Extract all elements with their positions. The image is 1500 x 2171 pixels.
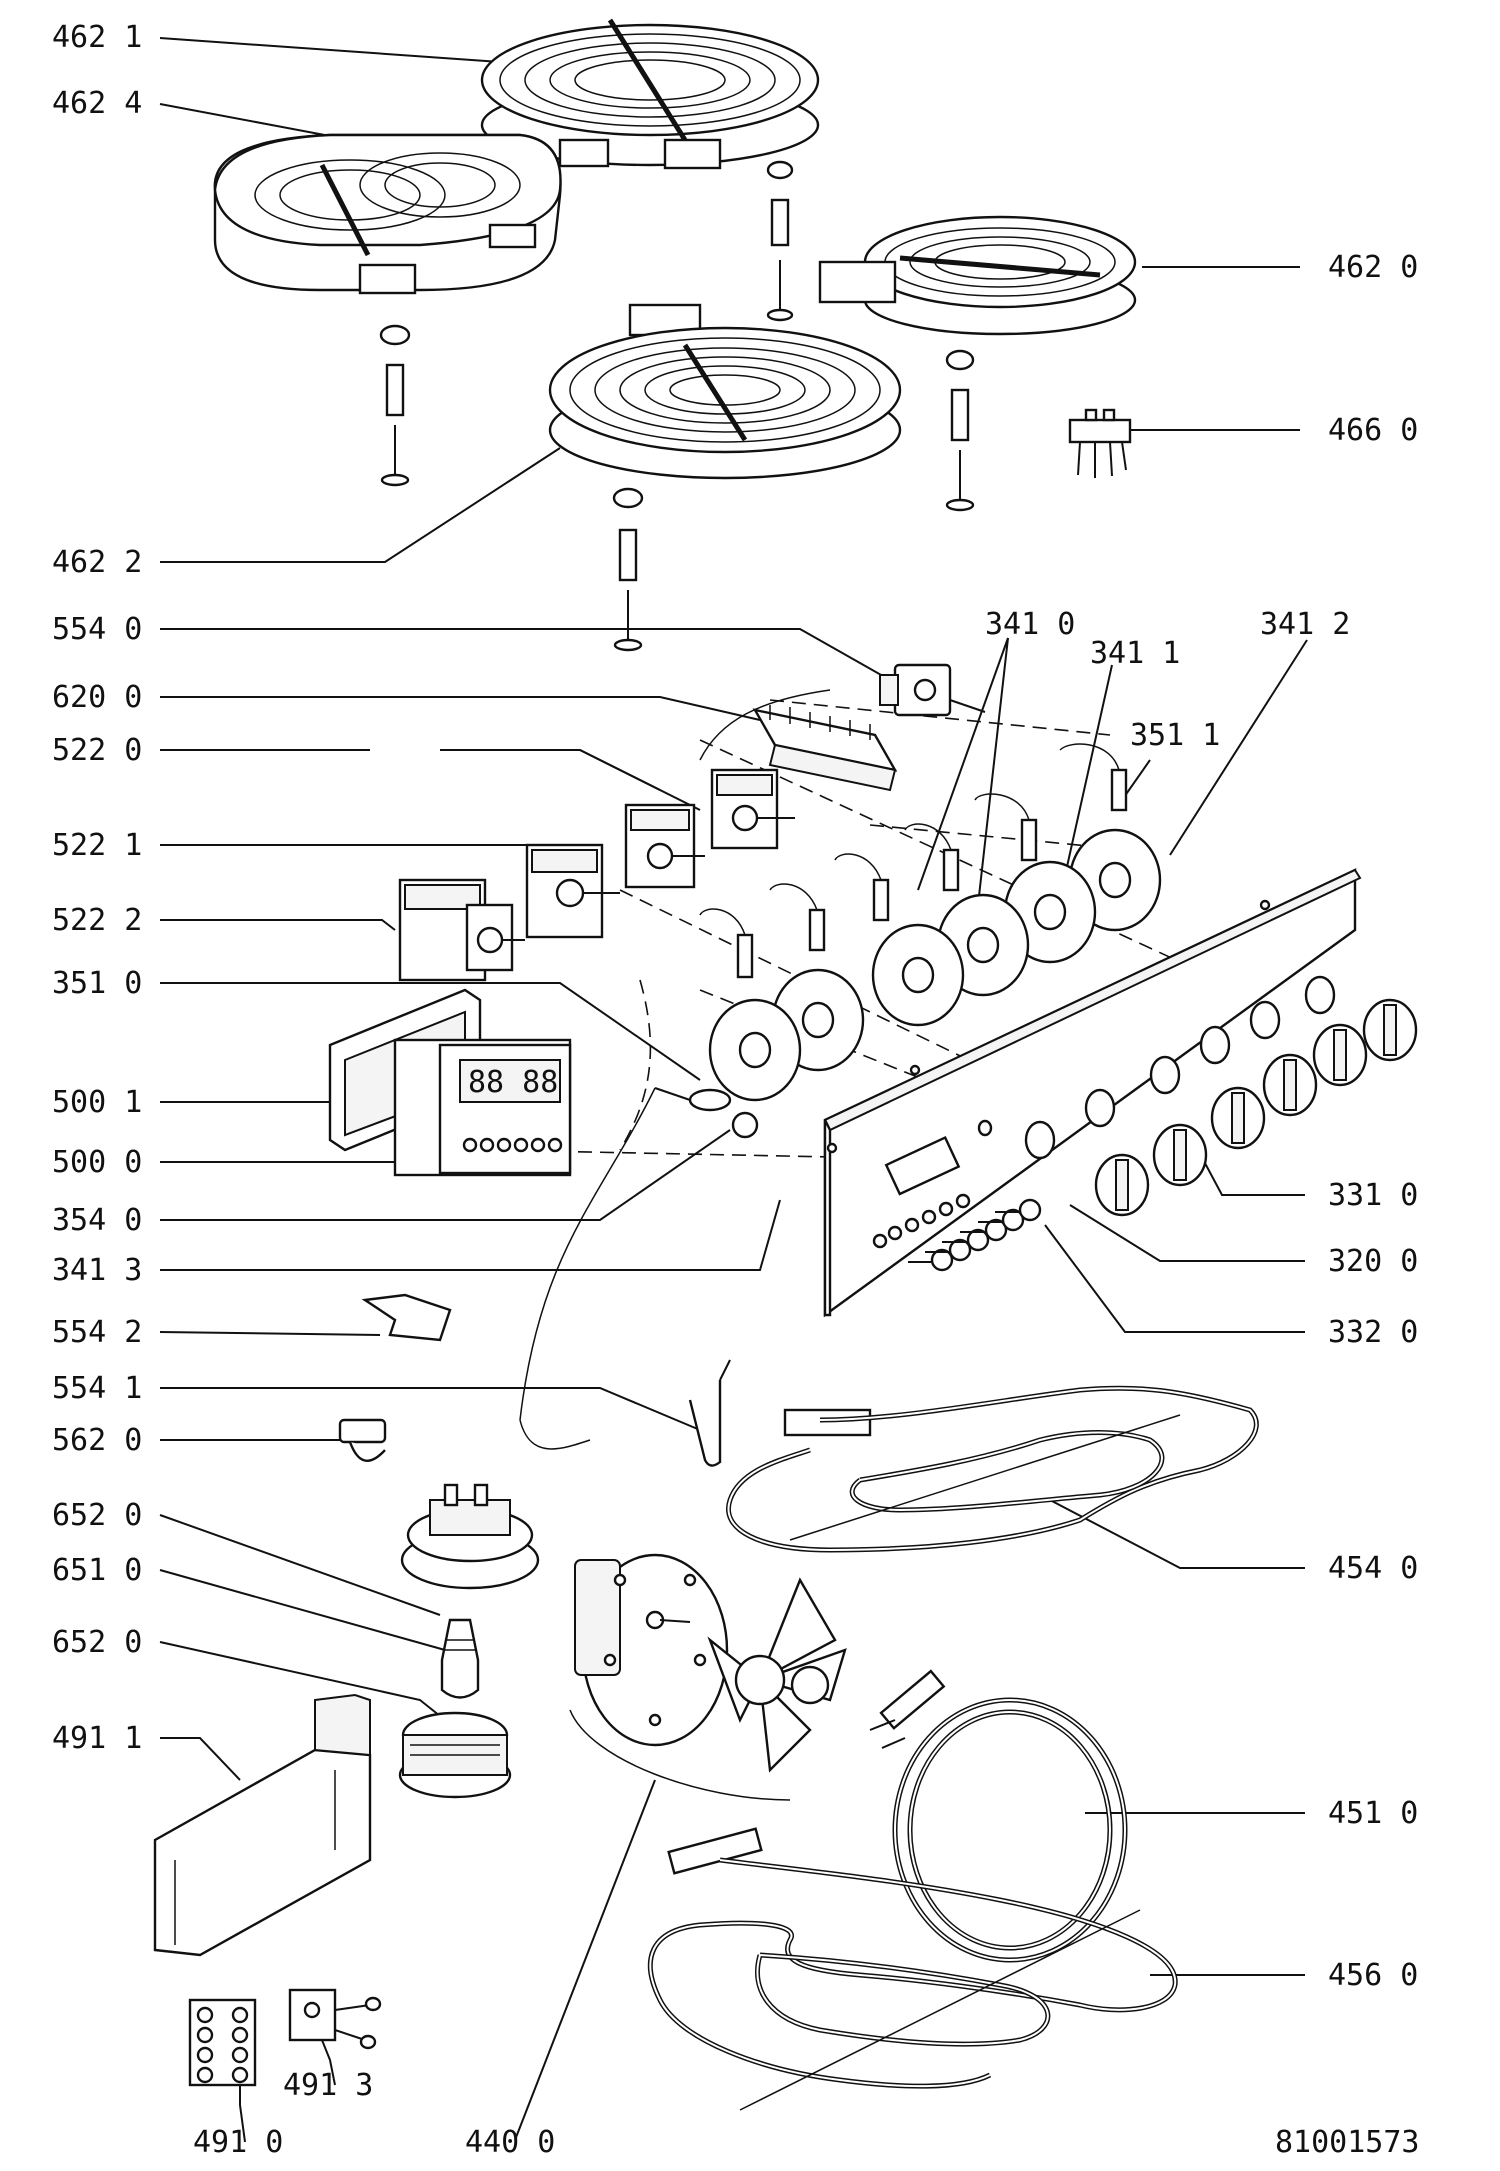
lamp-housing-652-0 <box>400 1483 540 1590</box>
lamp-351-0-354-0 <box>519 1087 759 1421</box>
bracket-554-2 <box>361 1293 452 1342</box>
terminal-block-491-0 <box>188 1998 257 2087</box>
document-number: 81001573 <box>1275 2125 1420 2160</box>
fan-motor-440-0 <box>569 1553 847 1801</box>
earth-clamp-491-3 <box>288 1988 382 2050</box>
timer-display-digits: 88 88 <box>468 1065 558 1100</box>
selector-switches-522 <box>398 768 795 982</box>
hotplate-462-1 <box>480 18 820 170</box>
lamp-bulb-651-0 <box>440 1618 480 1699</box>
timer-500 <box>328 988 572 1177</box>
hotplate-462-2 <box>548 303 902 480</box>
knob-discs-341 <box>708 828 1162 1102</box>
lamp-cover-652-0 <box>398 1711 512 1799</box>
thermostat-562-0 <box>338 1418 387 1462</box>
control-knobs-331-0 <box>1094 998 1418 1217</box>
bottom-element-456-0 <box>647 1827 1178 2111</box>
clip-554-1 <box>519 1359 731 1467</box>
grill-element-454-0 <box>726 1385 1259 1553</box>
bracket-491-1 <box>153 1693 372 1957</box>
hotplate-462-0 <box>818 215 1137 336</box>
push-buttons-332-0 <box>908 1198 1042 1272</box>
fixing-screws <box>379 160 975 652</box>
terminal-strip-620-0 <box>699 689 898 792</box>
switch-554-0 <box>879 663 986 717</box>
lamp-holders-351 <box>699 743 1128 979</box>
terminal-block-466-0 <box>1068 408 1132 478</box>
hotplate-462-4 <box>213 133 562 295</box>
circular-element-451-0 <box>869 1669 1128 1963</box>
control-panel-320-0 <box>823 868 1362 1318</box>
